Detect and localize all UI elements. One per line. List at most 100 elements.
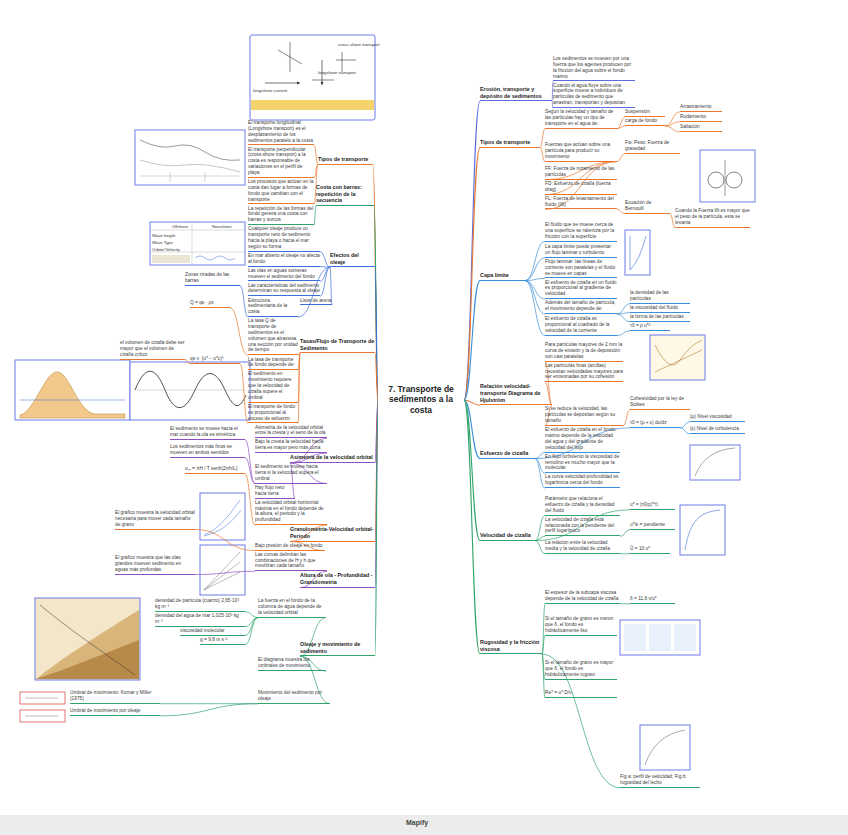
- leaf-note: El transporte de fondo es proporcional a…: [248, 404, 298, 424]
- branch-connector: [245, 474, 255, 525]
- branch-connector: [245, 618, 258, 636]
- branch-connector: [195, 571, 255, 574]
- node-text: Según la velocidad y tamaño de las partí…: [545, 109, 617, 127]
- branch-connector: [620, 553, 630, 554]
- branch-connector: [464, 281, 480, 400]
- node-text: Velocidad de cizalla: [480, 532, 535, 539]
- leaf-note: El transporte longitudinal (Longshore tr…: [248, 120, 314, 145]
- node-text: (μ) Nivel viscosidad: [690, 414, 745, 420]
- footer-bar: [0, 815, 848, 835]
- branch-topic: Velocidad de cizalla: [480, 532, 535, 541]
- leaf-note: FD: Esfuerzo de cizalla (fuerza drag): [545, 181, 617, 195]
- node-text: la viscosidad del fluido: [630, 305, 690, 311]
- leaf-note: (ε) Nivel de turbulencia: [690, 426, 745, 434]
- node-text: Para partículas mayores de 2 mm la curva…: [545, 342, 623, 360]
- leaf-note: Rodamiento: [680, 114, 722, 122]
- leaf-note: Bajo la cresta la velocidad hacia tierra…: [255, 439, 327, 453]
- branch-connector: [230, 308, 248, 355]
- branch-connector: [375, 400, 378, 656]
- node-text: La velocidad de cizalla está relacionada…: [545, 517, 620, 535]
- branch-connector: [525, 242, 545, 281]
- leaf-note: La velocidad de cizalla está relacionada…: [545, 517, 620, 537]
- leaf-note: La tasa de transporte de fondo depende d…: [248, 357, 298, 371]
- figure-label: Wave Type: [152, 240, 173, 245]
- branch-connector: [617, 331, 630, 336]
- node-text: Ecuación de Bernoulli: [625, 200, 670, 212]
- node-text: Cualquier oleaje produce un transporte n…: [248, 226, 320, 249]
- branch-topic: Relación velocidad-transporte Diagrama d…: [480, 383, 552, 405]
- branch-connector: [240, 286, 248, 317]
- node-text: Las características del sedimento determ…: [248, 283, 320, 295]
- leaf-note: Los sedimentos se mueven por una fuerza …: [553, 56, 635, 81]
- node-text: uₘ = πH / T senh(2πh/L): [185, 466, 245, 472]
- leaf-note: la forma de las partículas: [630, 314, 690, 322]
- node-text: u*/κ = pendiente: [630, 522, 675, 528]
- leaf-note: En mar abierto el oleaje no afecta al fo…: [248, 253, 320, 267]
- wave-table: [150, 222, 245, 265]
- leaf-note: la densidad de las partículas: [630, 290, 690, 304]
- leaf-note: FF: Fuerza de rozamiento de las partícul…: [545, 166, 617, 180]
- node-text: Las olas en aguas someras mueven el sedi…: [248, 268, 320, 280]
- branch-connector: [623, 410, 630, 426]
- node-text: El sedimento se mueve hacia tierra si la…: [255, 464, 327, 482]
- figure-label: Wave height: [152, 233, 175, 238]
- node-text: qs ∝ (u* − u*c)³: [190, 356, 240, 362]
- branch-topic: Oleaje y movimiento de sedimento: [300, 641, 375, 656]
- node-text: El transporte longitudinal (Longshore tr…: [248, 120, 314, 143]
- leaf-note: Cohesividad por la ley de Stokes: [630, 396, 690, 410]
- leaf-note: Parámetro que relaciona el esfuerzo de c…: [545, 496, 620, 516]
- right-figures: [620, 150, 755, 770]
- branch-connector: [665, 112, 680, 126]
- node-text: Esfuerzo de cizalla: [480, 450, 535, 457]
- node-text: Efectos del oleaje: [330, 252, 375, 265]
- node-text: Las partículas finas (arcillas) necesita…: [545, 363, 623, 381]
- node-text: El transporte perpendicular (cross-shore…: [248, 147, 314, 176]
- branch-connector: [373, 165, 378, 400]
- leaf-note: Además del tamaño de partícula, el movim…: [545, 300, 617, 314]
- node-text: δ = 11.6 ν/u*: [630, 596, 675, 602]
- leaf-note: g = 9,8 m s⁻²: [200, 637, 245, 645]
- watermark: Mapify: [406, 819, 428, 826]
- leaf-note: La curva velocidad-profundidad es logarí…: [545, 474, 620, 488]
- node-text: Saltación: [680, 124, 722, 130]
- branch-connector: [525, 258, 545, 281]
- branch-connector: [620, 603, 630, 604]
- branch-connector: [545, 162, 617, 210]
- leaf-note: Fuerzas que actúan sobre una partícula p…: [545, 142, 617, 162]
- branch-connector: [535, 459, 545, 489]
- node-text: Estructura sedimentaria de la costa: [248, 298, 298, 316]
- leaf-note: Cualquier oleaje produce un transporte n…: [248, 226, 320, 251]
- leaf-note: Q = qs · ρs: [190, 300, 230, 308]
- node-text: Además del tamaño de partícula, el movim…: [545, 300, 617, 312]
- node-text: La capa límite puede presentar un flujo …: [545, 244, 617, 256]
- node-text: FD: Esfuerzo de cizalla (fuerza drag): [545, 181, 617, 193]
- leaf-note: τ0 = (μ + ε) du/dz: [630, 420, 680, 428]
- node-text: Umbral de movimiento: Komar y Miller (19…: [70, 690, 160, 702]
- node-text: La curva velocidad-profundidad es logarí…: [545, 474, 620, 486]
- branch-connector: [617, 154, 625, 162]
- node-text: El esfuerzo de cizalla en un fluido es p…: [545, 280, 617, 298]
- asymmetry-charts: [15, 360, 250, 420]
- node-text: La tasa Q de transporte de sedimentos es…: [248, 318, 298, 353]
- node-text: Lisos de arena: [300, 298, 332, 304]
- node-text: Fig a: perfil de velocidad; Fig b: rugos…: [620, 774, 700, 786]
- branch-topic: Tasas/Flujo de Transporte de Sedimento: [300, 338, 375, 353]
- figure-label: cross-shore transport: [338, 42, 379, 47]
- branch-connector: [160, 704, 258, 716]
- leaf-note: uₘ = πH / T senh(2πh/L): [185, 466, 245, 474]
- branch-connector: [535, 516, 545, 541]
- branch-connector: [245, 458, 255, 484]
- leaf-note: el volumen de cizalla debe ser mayor que…: [120, 340, 185, 360]
- node-text: Cuando la Fuerza lift es mayor que el pe…: [675, 208, 750, 226]
- node-text: Tipos de transporte: [480, 139, 540, 146]
- node-text: Parámetro que relaciona el esfuerzo de c…: [545, 496, 620, 514]
- node-text: Re* = u* D/ν: [545, 690, 617, 696]
- branch-connector: [617, 126, 625, 129]
- node-text: Si el tamaño de grano es mayor que δ, el…: [545, 660, 617, 678]
- branch-connector: [375, 353, 378, 400]
- node-text: La fuerza en el fondo de la columna de a…: [258, 598, 326, 616]
- branch-connector: [464, 400, 480, 654]
- branch-connector: [245, 612, 258, 618]
- node-text: Bajo la cresta la velocidad hacia tierra…: [255, 439, 327, 451]
- leaf-note: Los sedimentos más finos se mueven en am…: [170, 444, 245, 458]
